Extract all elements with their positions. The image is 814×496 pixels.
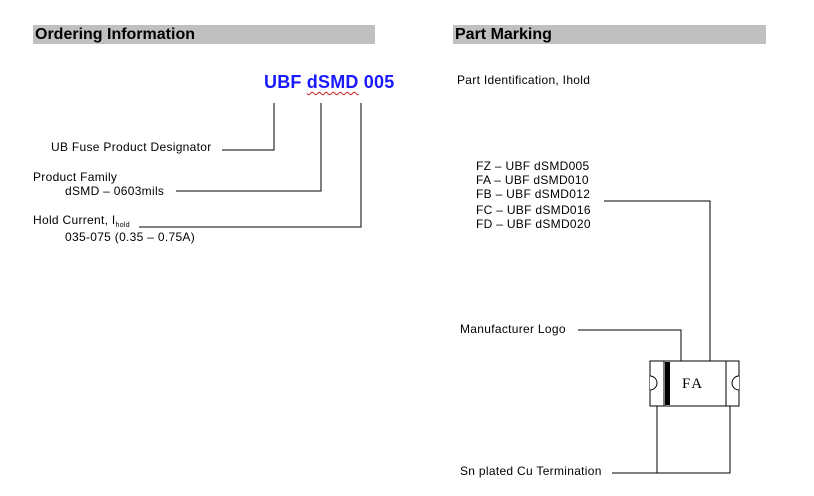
hold-label-text: Hold Current, I <box>33 213 116 227</box>
hold-subscript: hold <box>115 222 130 229</box>
hold-current-label: Hold Current, Ihold <box>33 213 130 233</box>
part-id-leader <box>604 200 711 361</box>
part-id-label: Part Identification, Ihold <box>457 73 591 87</box>
manufacturer-logo-bar <box>665 362 670 405</box>
hold-leader <box>139 103 362 228</box>
marking-code-3: FC – UBF dSMD016 <box>476 203 591 217</box>
family-label: Product Family <box>33 170 118 184</box>
designator-label: UB Fuse Product Designator <box>51 140 212 154</box>
chip-notch-right <box>731 375 740 391</box>
title-suffix: 005 <box>358 72 395 92</box>
ordering-info-header: Ordering Information <box>33 25 375 44</box>
title-family: dSMD <box>306 72 359 92</box>
logo-leader <box>578 329 682 361</box>
manufacturer-logo-label: Manufacturer Logo <box>460 322 566 336</box>
marking-code-1: FA – UBF dSMD010 <box>476 173 589 187</box>
part-number-title: UBF dSMD 005 <box>264 72 394 93</box>
part-marking-header: Part Marking <box>453 25 766 44</box>
chip-diagram <box>649 360 740 407</box>
chip-notch-left <box>649 375 658 391</box>
termination-label: Sn plated Cu Termination <box>460 464 602 478</box>
marking-code-2: FB – UBF dSMD012 <box>476 187 591 201</box>
family-leader <box>176 103 322 192</box>
marking-code-0: FZ – UBF dSMD005 <box>476 159 590 173</box>
hold-current-value: 035-075 (0.35 – 0.75A) <box>65 230 196 244</box>
designator-leader <box>222 103 275 151</box>
family-value: dSMD – 0603mils <box>65 184 165 198</box>
title-prefix: UBF <box>264 72 307 92</box>
marking-code-4: FD – UBF dSMD020 <box>476 217 591 231</box>
termination-leader <box>612 406 731 474</box>
chip-marking-text: FA <box>682 376 705 392</box>
